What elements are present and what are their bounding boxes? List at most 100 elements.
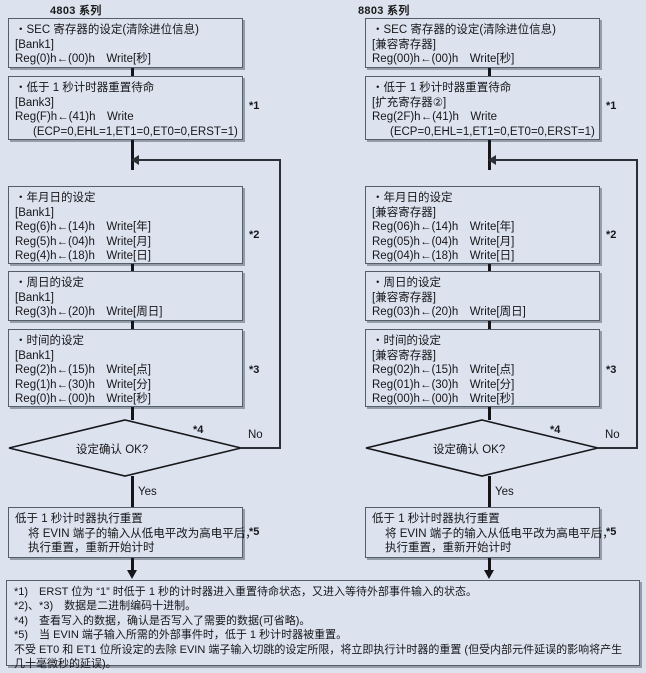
box-line: ・SEC 寄存器的设定(清除进位信息) [15, 24, 199, 36]
process-box-year-month-day-8803: ・年月日的设定 [兼容寄存器] Reg(06)h←(14)h Write[年] … [365, 186, 600, 264]
box-line: (ECP=0,EHL=1,ET1=0,ET0=0,ERST=1) [390, 125, 595, 138]
box-line: ・SEC 寄存器的设定(清除进位信息) [372, 24, 556, 36]
box-line: Reg(02)h←(15)h Write[点] [372, 364, 515, 377]
decision-label-4803: 设定确认 OK? [76, 444, 149, 456]
box-line: Reg(5)h←(04)h Write[月] [15, 235, 151, 248]
box-line: [兼容寄存器] [372, 349, 436, 362]
box-line: Reg(2F)h←(41)h Write [372, 111, 498, 124]
box-line: Reg(01)h←(30)h Write[分] [372, 378, 515, 391]
box-line: Reg(03)h←(20)h Write[周日] [372, 306, 526, 319]
note-marker-1-8803: *1 [606, 100, 617, 112]
box-line: [Bank1] [15, 349, 54, 362]
connector-line [488, 321, 491, 330]
decision-label-8803: 设定确认 OK? [433, 444, 506, 456]
branch-label-no-8803: No [605, 429, 620, 441]
box-line: [兼容寄存器] [372, 206, 436, 219]
box-line: Reg(4)h←(18)h Write[日] [15, 250, 151, 263]
box-line: Reg(0)h←(00)h Write[秒] [15, 393, 151, 406]
box-line: ・年月日的设定 [372, 192, 453, 204]
connector-line [488, 68, 491, 76]
box-line: [Bank1] [15, 291, 54, 304]
box-line: [兼容寄存器] [372, 291, 436, 304]
box-line: Reg(00)h←(00)h Write[秒] [372, 393, 515, 406]
footnotes-panel: *1) ERST 位为 “1” 时低于 1 秒的计时器进入重置待命状态，又进入等… [6, 580, 640, 670]
note-marker-4-8803: *4 [550, 424, 561, 436]
box-line: Reg(06)h←(14)h Write[年] [372, 221, 515, 234]
box-line: Reg(6)h←(14)h Write[年] [15, 221, 151, 234]
connector-line [131, 68, 134, 76]
process-box-reset-standby-8803: ・低于 1 秒计时器重置待命 [扩充寄存器②] Reg(2F)h←(41)h W… [365, 76, 600, 140]
box-line: Reg(1)h←(30)h Write[分] [15, 378, 151, 391]
decision-diamond-8803 [365, 419, 599, 477]
process-box-sec-register-setting-8803: ・SEC 寄存器的设定(清除进位信息) [兼容寄存器] Reg(00)h←(00… [365, 18, 600, 68]
box-line: (ECP=0,EHL=1,ET1=0,ET0=0,ERST=1) [33, 125, 238, 138]
footnote-line: *2)、*3) 数据是二进制编码十进制。 [14, 600, 197, 613]
box-line: Reg(00)h←(00)h Write[秒] [372, 53, 515, 66]
process-box-year-month-day-4803: ・年月日的设定 [Bank1] Reg(6)h←(14)h Write[年] R… [8, 186, 243, 264]
connector-line [131, 321, 134, 330]
process-box-weekday-4803: ・周日的设定 [Bank1] Reg(3)h←(20)h Write[周日] [8, 271, 243, 321]
footnote-line: *4) 查看写入的数据，确认是否写入了需要的数据(可省略)。 [14, 614, 311, 627]
decision-diamond-4803 [8, 419, 242, 477]
footnote-line: 不受 ET0 和 ET1 位所设定的去除 EVIN 端子输入切跳的设定所限，将立… [14, 643, 623, 671]
connector-line [488, 264, 491, 272]
feedback-arrowhead-8803 [488, 155, 496, 165]
note-marker-3-8803: *3 [606, 364, 617, 376]
no-branch-line-4803 [240, 447, 281, 449]
no-branch-line-8803 [597, 447, 638, 449]
box-line: 执行重置，重新开始计时 [385, 542, 512, 555]
feedback-arrowhead-4803 [131, 155, 139, 165]
note-marker-2-8803: *2 [606, 229, 617, 241]
process-box-sec-register-setting-4803: ・SEC 寄存器的设定(清除进位信息) [Bank1] Reg(0)h←(00)… [8, 18, 243, 68]
feedback-horizontal-line-8803 [496, 159, 637, 161]
branch-label-yes-8803: Yes [495, 486, 514, 498]
box-line: ・时间的设定 [15, 335, 84, 347]
box-line: Reg(05)h←(04)h Write[月] [372, 235, 515, 248]
process-box-reset-standby-4803: ・低于 1 秒计时器重置待命 [Bank3] Reg(F)h←(41)h Wri… [8, 76, 243, 140]
column-title-4803: 4803 系列 [50, 5, 102, 17]
connector-line [131, 264, 134, 272]
box-line: 低于 1 秒计时器执行重置 [15, 513, 143, 525]
box-line: ・时间的设定 [372, 335, 441, 347]
connector-arrowhead-8803 [484, 570, 494, 579]
box-line: ・低于 1 秒计时器重置待命 [15, 82, 155, 94]
note-marker-3-4803: *3 [249, 364, 260, 376]
process-box-time-setting-8803: ・时间的设定 [兼容寄存器] Reg(02)h←(15)h Write[点] R… [365, 329, 600, 407]
box-line: [兼容寄存器] [372, 38, 436, 51]
feedback-vertical-line-8803 [636, 159, 638, 448]
box-line: [Bank1] [15, 38, 54, 51]
connector-line [131, 558, 134, 572]
box-line: ・周日的设定 [15, 277, 84, 289]
note-marker-2-4803: *2 [249, 229, 260, 241]
box-line: 将 EVIN 端子的输入从低电平改为高电平后， [28, 527, 257, 540]
feedback-horizontal-line-4803 [139, 159, 280, 161]
box-line: Reg(3)h←(20)h Write[周日] [15, 306, 163, 319]
feedback-vertical-line-4803 [279, 159, 281, 448]
box-line: 将 EVIN 端子的输入从低电平改为高电平后， [385, 527, 614, 540]
connector-arrowhead-4803 [127, 570, 137, 579]
connector-line [488, 407, 491, 420]
column-8803-series: 8803 系列 ・SEC 寄存器的设定(清除进位信息) [兼容寄存器] Reg(… [330, 0, 646, 579]
connector-line [488, 558, 491, 572]
connector-line [131, 407, 134, 420]
footnote-line: *1) ERST 位为 “1” 时低于 1 秒的计时器进入重置待命状态，又进入等… [14, 586, 478, 598]
note-marker-5-4803: *5 [249, 526, 260, 538]
note-marker-5-8803: *5 [606, 526, 617, 538]
connector-line [131, 476, 134, 508]
note-marker-4-4803: *4 [193, 424, 204, 436]
column-title-8803: 8803 系列 [358, 5, 410, 17]
footnote-line: *5) 当 EVIN 端子输入所需的外部事件时，低于 1 秒计时器被重置。 [14, 629, 348, 642]
branch-label-yes-4803: Yes [138, 486, 157, 498]
branch-label-no-4803: No [248, 429, 263, 441]
box-line: [扩充寄存器②] [372, 96, 447, 109]
box-line: Reg(0)h←(00)h Write[秒] [15, 53, 151, 66]
column-4803-series: 4803 系列 ・SEC 寄存器的设定(清除进位信息) [Bank1] Reg(… [0, 0, 330, 579]
box-line: ・低于 1 秒计时器重置待命 [372, 82, 512, 94]
connector-line [488, 476, 491, 508]
process-box-execute-reset-8803: 低于 1 秒计时器执行重置 将 EVIN 端子的输入从低电平改为高电平后， 执行… [365, 507, 614, 558]
box-line: ・周日的设定 [372, 277, 441, 289]
box-line: Reg(2)h←(15)h Write[点] [15, 364, 151, 377]
box-line: Reg(F)h←(41)h Write [15, 111, 134, 124]
box-line: 低于 1 秒计时器执行重置 [372, 513, 500, 525]
